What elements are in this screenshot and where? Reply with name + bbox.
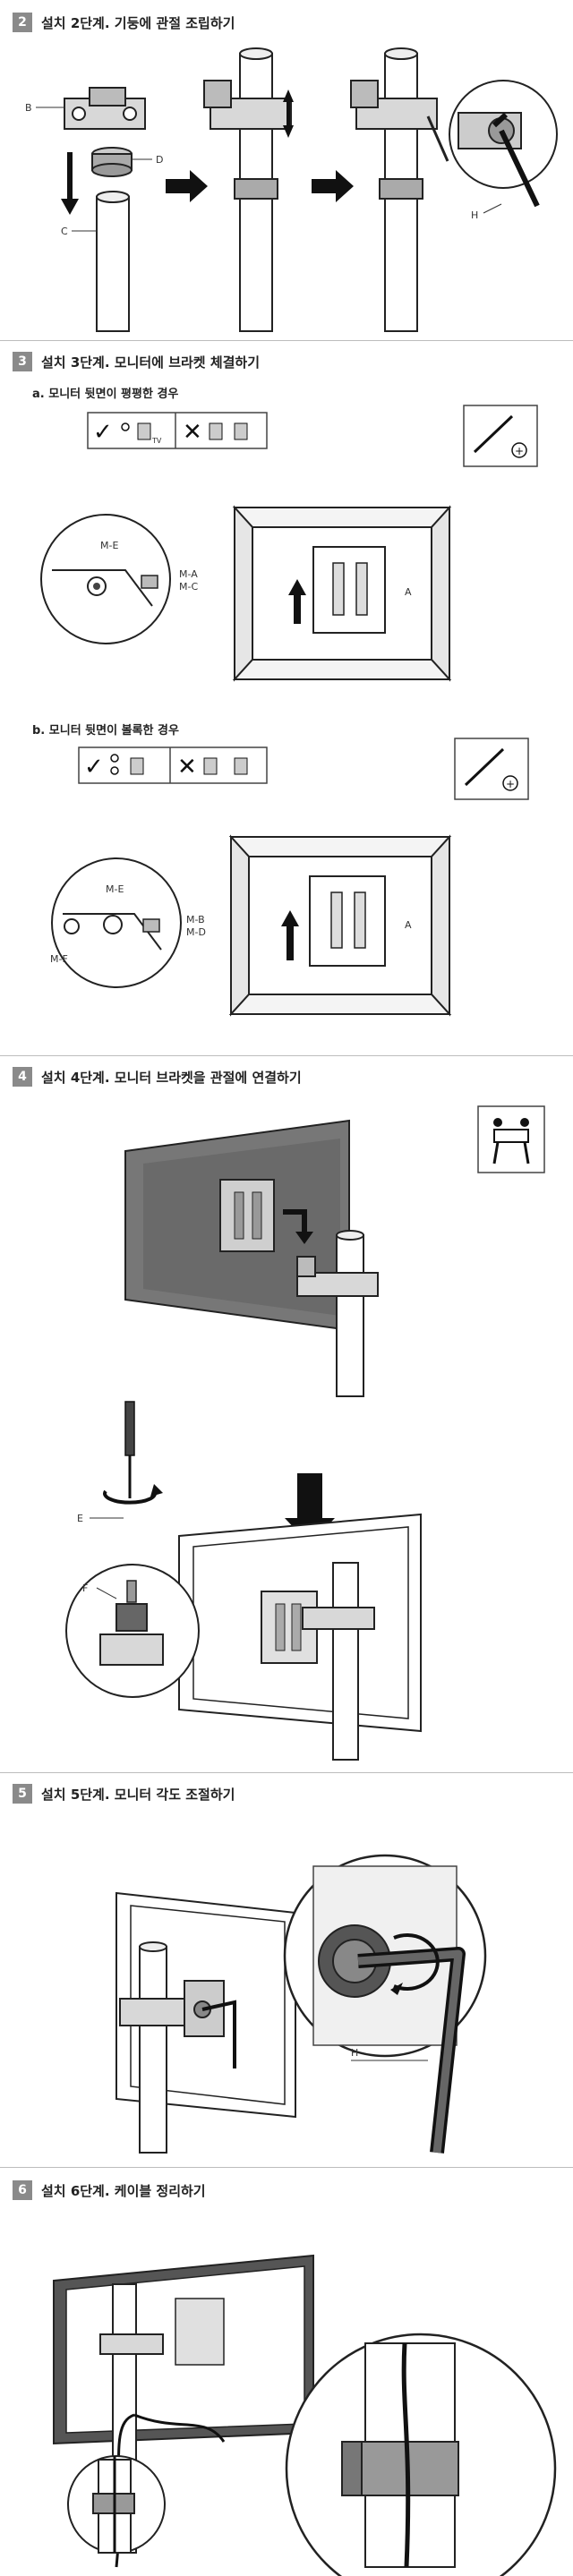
label-h-5: H <box>351 2047 358 2059</box>
monitor-back-white <box>178 1513 422 1761</box>
pole-part-c <box>96 191 130 332</box>
label-d: D <box>156 154 163 166</box>
step-number-badge: 5 <box>13 1784 32 1804</box>
label-me-a: M-E <box>100 540 118 551</box>
step-title: 설치 2단계. 기둥에 관절 조립하기 <box>41 14 235 31</box>
screwdriver-tool-box-b <box>454 738 529 800</box>
detail-circle-knob <box>65 1564 200 1698</box>
label-mb-b: M-B <box>186 914 205 925</box>
screwdriver-icon-b <box>464 747 505 787</box>
monitor-back-dark <box>124 1119 350 1332</box>
step-title: 설치 5단계. 모니터 각도 조절하기 <box>41 1786 235 1803</box>
step-3-header: 3 설치 3단계. 모니터에 브라켓 체결하기 <box>13 352 260 371</box>
two-person-lift-icon <box>477 1105 545 1173</box>
divider <box>0 340 573 341</box>
divider <box>0 1055 573 1056</box>
cross-icon: ✕ <box>183 419 202 446</box>
ring-part-d <box>91 147 133 177</box>
up-arrow-icon-b <box>281 910 299 926</box>
small-detail-circle <box>67 2455 166 2554</box>
label-a-3b: A <box>405 919 412 931</box>
step-3a-illustration: ✓ TV ✕ + M-E M-A M-C <box>40 405 538 682</box>
step-3b-illustration: ✓ ✕ + M-E M-B M-D M-F <box>50 738 529 1017</box>
step-3-section: 3 설치 3단계. 모니터에 브라켓 체결하기 a. 모니터 뒷면이 평평한 경… <box>0 341 573 1055</box>
screwdriver-tool-box <box>463 405 538 467</box>
monitor-back-3a <box>232 505 452 682</box>
detail-circle-hex-key <box>449 80 558 208</box>
step-6-illustration <box>53 2254 557 2576</box>
screwdriver-icon <box>473 414 514 454</box>
detail-circle-3b <box>51 857 182 988</box>
label-mf-b: M-F <box>50 953 68 965</box>
up-arrow-icon <box>288 579 306 595</box>
detail-circle-hex <box>283 1854 487 2154</box>
detail-circle-3a <box>40 514 171 644</box>
label-f: F <box>82 1582 88 1594</box>
label-h: H <box>471 209 478 221</box>
right-arrow-icon-2 <box>312 170 354 202</box>
screwdriver-rotate <box>103 1401 163 1505</box>
rotate-arrow-icon <box>390 1983 403 1995</box>
label-md-b: M-D <box>186 926 206 938</box>
step-5-section: 5 설치 5단계. 모니터 각도 조절하기 H <box>0 1773 573 2167</box>
down-arrow-icon <box>295 1232 313 1244</box>
step-number-badge: 4 <box>13 1067 32 1087</box>
check-icon-b: ✓ <box>84 754 104 780</box>
step-title: 설치 6단계. 케이블 정리하기 <box>41 2182 206 2199</box>
monitor-front-frame <box>53 2254 314 2568</box>
tv-tag: TV <box>151 437 162 445</box>
label-e: E <box>77 1513 83 1524</box>
step-title: 설치 3단계. 모니터에 브라켓 체결하기 <box>41 354 261 371</box>
step-title: 설치 4단계. 모니터 브라켓을 관절에 연결하기 <box>41 1069 302 1086</box>
cable-clip-detail-circle <box>285 2333 557 2576</box>
step-2-section: 2 설치 2단계. 기둥에 관절 조립하기 B D C <box>0 0 573 340</box>
step-number-badge: 6 <box>13 2180 32 2200</box>
label-ma-a: M-A <box>179 568 198 580</box>
step-number-badge: 3 <box>13 352 32 371</box>
label-mc-a: M-C <box>179 581 198 593</box>
down-arrow-icon <box>61 199 79 215</box>
divider <box>0 1772 573 1773</box>
step-6-section: 6 설치 6단계. 케이블 정리하기 <box>0 2168 573 2576</box>
subsection-a-title: a. 모니터 뒷면이 평평한 경우 <box>32 388 179 401</box>
step-5-header: 5 설치 5단계. 모니터 각도 조절하기 <box>13 1784 235 1804</box>
monitor-back-3b <box>228 834 452 1017</box>
clamp-tightened <box>350 47 449 332</box>
pole-with-joint <box>296 1230 379 1397</box>
step-6-header: 6 설치 6단계. 케이블 정리하기 <box>13 2180 206 2200</box>
up-down-arrow-icon <box>283 125 294 138</box>
label-c: C <box>61 226 68 237</box>
step-4-section: 4 설치 4단계. 모니터 브라켓을 관절에 연결하기 <box>0 1056 573 1772</box>
step-5-illustration: H <box>115 1854 487 2154</box>
step-2-header: 2 설치 2단계. 기둥에 관절 조립하기 <box>13 13 235 32</box>
label-a-3a: A <box>405 586 412 598</box>
monitor-side-view <box>115 1891 296 2154</box>
divider <box>0 2167 573 2168</box>
step-number-badge: 2 <box>13 13 32 32</box>
clamp-on-pole <box>203 47 292 332</box>
step-4-illustration: E F <box>65 1105 545 1761</box>
label-b: B <box>25 102 32 114</box>
right-arrow-icon <box>166 170 208 202</box>
clamp-part-b <box>64 87 146 130</box>
rotate-arrow-icon <box>150 1484 163 1497</box>
step-2-illustration: B D C <box>25 47 558 332</box>
label-me-b: M-E <box>106 883 124 895</box>
svg-text:+: + <box>515 445 524 457</box>
svg-text:+: + <box>506 778 515 790</box>
step-4-header: 4 설치 4단계. 모니터 브라켓을 관절에 연결하기 <box>13 1067 302 1087</box>
subsection-b-title: b. 모니터 뒷면이 볼록한 경우 <box>32 724 179 738</box>
cross-icon-b: ✕ <box>177 754 197 780</box>
check-icon: ✓ <box>93 419 113 446</box>
